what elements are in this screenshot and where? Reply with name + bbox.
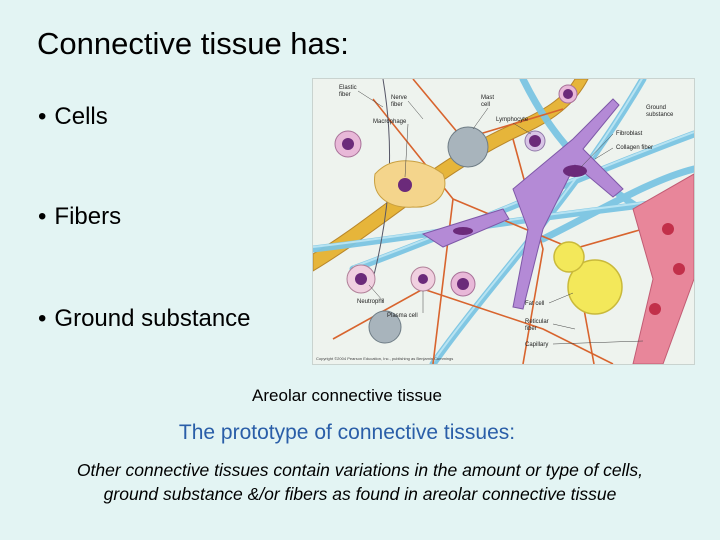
label-neutrophil: Neutrophil: [357, 299, 384, 305]
bullet-marker: •: [38, 203, 47, 230]
label-ground-substance: Ground: [646, 105, 666, 111]
label-collagen-fiber: Collagen fiber: [616, 145, 653, 151]
label-mast-cell: Mast: [481, 95, 494, 101]
bullet-text: Fibers: [54, 203, 122, 230]
fibroblast-shape: [512, 98, 624, 310]
tissue-drawing: Elastic fiber Nerve fiber Mast cell Macr…: [313, 79, 694, 364]
svg-text:fiber: fiber: [525, 326, 537, 332]
note-line-1: Other connective tissues contain variati…: [76, 460, 644, 480]
label-fibroblast: Fibroblast: [616, 131, 643, 137]
label-capillary: Capillary: [525, 342, 548, 348]
figure-caption: Areolar connective tissue: [252, 386, 442, 405]
svg-text:substance: substance: [646, 112, 674, 118]
capillary-shape: [632, 173, 694, 364]
bullet-text: Cells: [54, 103, 108, 130]
areolar-tissue-illustration: Elastic fiber Nerve fiber Mast cell Macr…: [312, 78, 695, 365]
svg-text:fiber: fiber: [339, 92, 351, 98]
bullet-marker: •: [38, 305, 47, 332]
label-elastic-fiber: Elastic: [339, 85, 357, 91]
note-line-2: ground substance &/or fibers as found in…: [103, 484, 617, 504]
bullet-cells: • Cells: [38, 103, 108, 131]
bullet-marker: •: [38, 103, 47, 130]
fat-cell-shape: [567, 259, 623, 315]
mast-cell-shape: [447, 126, 489, 168]
label-nerve-fiber: Nerve: [391, 95, 408, 101]
label-fat-cell: Fat cell: [525, 301, 544, 307]
bullet-ground-substance: • Ground substance: [38, 305, 251, 333]
svg-text:cell: cell: [481, 102, 490, 108]
bullet-fibers: • Fibers: [38, 203, 121, 231]
svg-text:fiber: fiber: [391, 102, 403, 108]
label-macrophage: Macrophage: [373, 119, 407, 125]
bullet-text: Ground substance: [54, 305, 251, 332]
copyright-notice: Copyright ©2004 Pearson Education, Inc.,…: [316, 356, 453, 361]
slide-title: Connective tissue has:: [37, 26, 349, 61]
label-reticular-fiber: Reticular: [525, 319, 549, 325]
label-lymphocyte: Lymphocyte: [496, 117, 529, 123]
explanatory-note: Other connective tissues contain variati…: [0, 458, 720, 506]
prototype-subtitle: The prototype of connective tissues:: [178, 421, 516, 444]
label-plasma-cell: Plasma cell: [387, 313, 418, 319]
